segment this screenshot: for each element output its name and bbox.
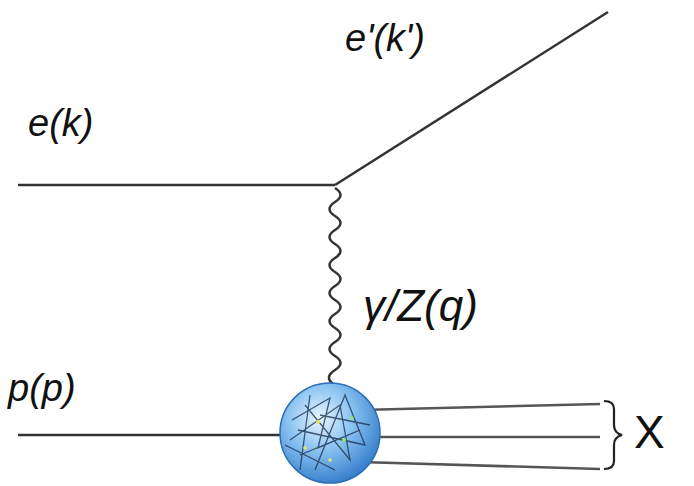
particle-label: X <box>634 407 665 458</box>
particle-label: e'(k') <box>345 18 425 60</box>
hadron-line <box>375 436 600 439</box>
hadron-line <box>360 462 600 469</box>
proton-blob <box>280 383 380 483</box>
particle-label: e(k) <box>28 103 93 145</box>
electron-line <box>18 184 335 187</box>
boson-propagator <box>329 188 341 384</box>
final-state-brace <box>604 401 622 469</box>
particle-label: p(p) <box>8 368 76 410</box>
hadron-line <box>360 404 600 410</box>
particle-label: γ/Z(q) <box>363 282 478 330</box>
proton-line <box>18 434 290 437</box>
scattered-electron-line <box>335 12 608 185</box>
